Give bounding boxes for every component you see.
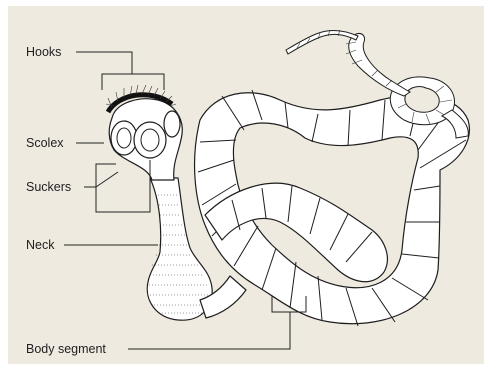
sucker-center xyxy=(134,122,166,158)
label-suckers: Suckers xyxy=(26,180,71,194)
sucker-left xyxy=(111,121,137,155)
label-body-segment: Body segment xyxy=(26,342,106,356)
label-hooks: Hooks xyxy=(26,45,61,59)
sucker-right xyxy=(164,111,180,137)
label-scolex: Scolex xyxy=(26,136,64,150)
label-neck: Neck xyxy=(26,238,55,252)
